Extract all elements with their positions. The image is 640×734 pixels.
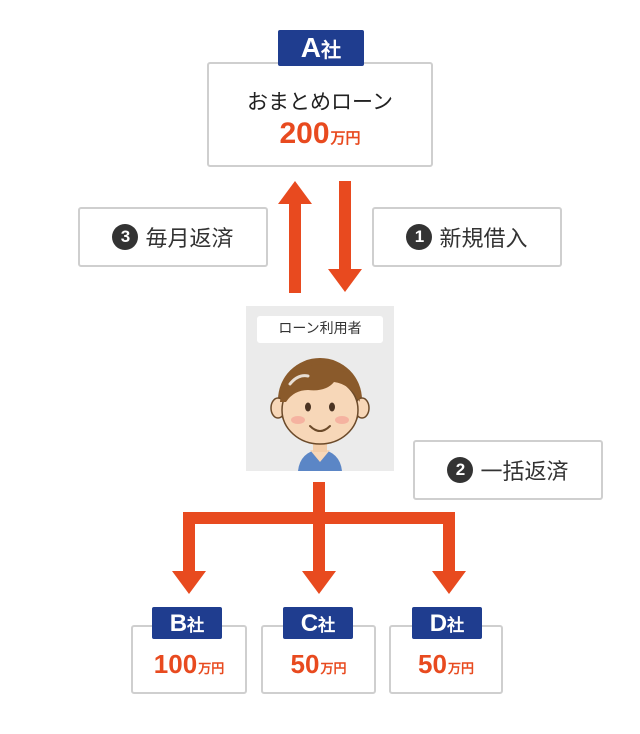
company-d-badge: D社 [412,607,482,639]
loan-user-label: ローン利用者 [257,316,383,343]
company-a-badge: A社 [278,30,364,66]
company-d-letter: D [429,610,448,637]
branch-b-head [172,571,206,594]
step-3-number-icon: 3 [112,224,139,250]
company-b-amount-value: 100 [153,649,198,679]
branch-c [313,512,325,572]
company-d-amount-unit: 万円 [447,662,474,677]
company-a-amount-value: 200 [279,117,330,150]
company-c-amount-value: 50 [290,649,320,679]
branch-b [183,512,195,572]
company-a-amount: 200万円 [209,116,431,151]
borrow-arrow-head [328,269,362,292]
company-c-suffix: 社 [318,616,336,636]
company-c-badge: C社 [283,607,353,639]
company-d-amount-value: 50 [418,649,447,679]
repay-arrow-shaft [289,203,301,293]
company-a-box: おまとめローン 200万円 [207,62,433,167]
company-b-suffix: 社 [187,616,205,636]
company-c-box: 50万円 [261,625,376,694]
branch-d-head [432,571,466,594]
step-2-text: 一括返済 [480,460,569,485]
branch-d [443,512,455,572]
branch-c-head [302,571,336,594]
borrow-arrow-shaft [339,181,351,270]
company-c-amount: 50万円 [263,649,374,680]
company-b-badge: B社 [152,607,222,639]
repay-arrow-head [278,181,312,204]
company-b-amount: 100万円 [133,649,245,680]
user-avatar-icon [270,358,370,471]
company-b-amount-unit: 万円 [198,662,225,677]
step-1-text: 新規借入 [439,227,528,252]
step-3-text: 毎月返済 [145,227,234,252]
company-a-label: おまとめローン [247,90,393,114]
company-d-box: 50万円 [389,625,503,694]
company-d-amount: 50万円 [391,649,501,680]
company-a-suffix: 社 [321,38,342,62]
loan-user-card: ローン利用者 [246,306,394,471]
step-1-number-icon: 1 [406,224,433,250]
company-d-suffix: 社 [447,616,465,636]
company-c-letter: C [300,610,319,637]
company-a-letter: A [300,32,322,63]
company-a-amount-unit: 万円 [330,129,361,147]
company-c-amount-unit: 万円 [320,662,347,677]
step-2-number-icon: 2 [447,457,474,483]
company-b-letter: B [169,610,188,637]
